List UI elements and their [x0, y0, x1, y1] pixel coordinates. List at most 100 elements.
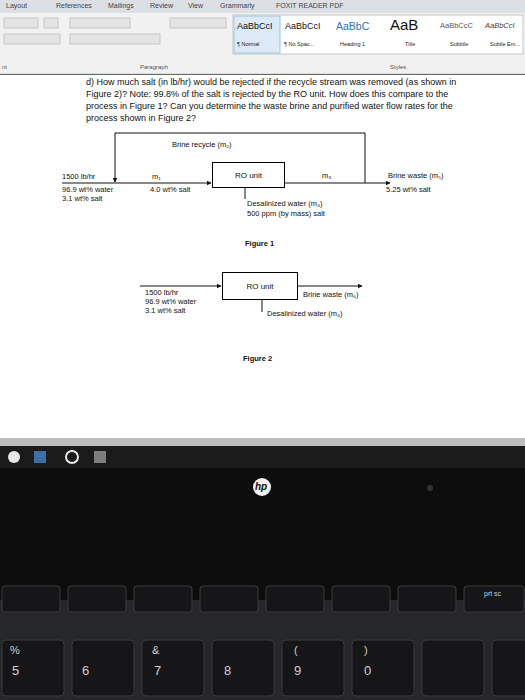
style-sample: AaBbCcI: [237, 21, 273, 31]
taskbar-icon: [34, 451, 46, 463]
style-sample: AaB: [390, 16, 418, 33]
unit-name: RO unit: [235, 171, 262, 180]
style-sample: AaBbCcI: [485, 22, 515, 31]
style-name: Subtle Em...: [490, 41, 520, 47]
stream-label: 96.9 wt% water: [145, 298, 196, 307]
feed-stream: [140, 286, 221, 287]
group-label: Paragraph: [140, 64, 168, 71]
keyboard-key: [266, 586, 324, 612]
tab-bar: [0, 0, 525, 13]
group-label: nt: [2, 64, 7, 71]
keyboard-key: [72, 640, 134, 696]
ribbon-tab: FOXIT READER PDF: [276, 2, 344, 10]
taskbar-icon: [8, 451, 20, 463]
key-legend: 8: [224, 664, 231, 679]
taskbar: [0, 446, 525, 468]
ribbon: [0, 13, 525, 74]
taskbar-icon: [66, 451, 78, 463]
stream-label: 5.25 wt% salt: [386, 186, 431, 195]
keyboard-key: [2, 640, 64, 696]
product-stream: [262, 300, 263, 312]
stream-label: m₃: [322, 172, 331, 181]
keyboard-key: [142, 640, 204, 696]
process-box: RO unit: [212, 162, 285, 188]
keyboard-key: [134, 586, 192, 612]
style-gallery: [233, 15, 523, 54]
font-control: [4, 34, 60, 44]
stream-label: Brine waste (m₅): [388, 172, 444, 181]
font-control: [4, 18, 38, 28]
taskbar-icon: [94, 451, 106, 463]
key-legend: 0: [364, 664, 371, 679]
style-name: ¶ No Spac...: [284, 41, 314, 47]
stream-label: 1500 lb/hr: [145, 289, 178, 298]
feed-stream: [62, 183, 211, 184]
stream-label: 4.0 wt% salt: [150, 186, 190, 195]
document-page: [0, 75, 525, 440]
ribbon-tab: Grammarly: [220, 2, 255, 10]
stream-label: 96.9 wt% water: [62, 186, 113, 195]
style-name: ¶ Normal: [237, 41, 259, 47]
style-name: Title: [405, 41, 415, 47]
paragraph-control: [170, 18, 226, 28]
keyboard-key: [492, 640, 525, 696]
key-legend: ): [364, 644, 368, 657]
key-legend: 5: [12, 664, 19, 679]
key-legend: &: [152, 644, 159, 657]
hp-logo: [253, 478, 271, 496]
keyboard-key: [464, 586, 524, 612]
figure-caption: Figure 2: [243, 355, 272, 364]
stream-label: Desalinized water (m₄): [267, 310, 343, 319]
question-text: d) How much salt (in lb/hr) would be rej…: [86, 76, 478, 124]
ribbon-tab: View: [188, 2, 203, 10]
key-legend: (: [294, 644, 298, 657]
ribbon-divider: [0, 74, 525, 75]
stream-label: Desalinized water (m₄): [247, 200, 323, 209]
unit-name: RO unit: [246, 282, 273, 291]
keyboard-key: [200, 586, 258, 612]
style-sample: AaBbCcI: [285, 21, 321, 31]
style-name: Heading 1: [340, 41, 365, 47]
figure-caption: Figure 1: [245, 240, 274, 249]
keyboard-key: [212, 640, 274, 696]
key-row: [2, 586, 525, 696]
brine-stream: [285, 183, 390, 184]
stream-label: Brine recycle (m₂): [172, 141, 232, 150]
style-sample: AaBbCcC: [440, 22, 473, 31]
stream-label: 3.1 wt% salt: [145, 307, 185, 316]
key-legend: prt sc: [484, 590, 501, 598]
paragraph-control: [70, 18, 130, 28]
brand-logo: hp: [255, 481, 267, 493]
brine-stream: [298, 286, 362, 287]
stream-label: 500 ppm (by mass) salt: [247, 210, 325, 219]
keyboard-key: [68, 586, 126, 612]
ribbon-tab: Layout: [6, 2, 27, 10]
stream-label: m₁: [152, 173, 161, 182]
style-name: Subtitle: [450, 41, 468, 47]
keyboard-key: [398, 586, 456, 612]
keyboard-key: [332, 586, 390, 612]
power-light: [427, 485, 433, 491]
figure-1-streams: [62, 133, 390, 199]
key-legend: %: [10, 644, 20, 657]
selected-style: [234, 16, 280, 53]
keyboard-key: [422, 640, 484, 696]
process-box: RO unit: [222, 272, 298, 300]
laptop-bezel: [0, 468, 525, 600]
keyboard: [0, 600, 525, 700]
key-legend: 7: [154, 664, 161, 679]
stream-label: 1500 lb/hr: [62, 173, 95, 182]
style-sample: AaBbC: [336, 20, 369, 32]
product-stream: [245, 188, 246, 199]
keyboard-key: [282, 640, 344, 696]
recycle-stream: [115, 133, 365, 183]
font-control: [44, 18, 58, 28]
stream-label: 3.1 wt% salt: [62, 195, 102, 204]
key-legend: 6: [82, 664, 89, 679]
key-legend: 9: [294, 664, 301, 679]
keyboard-key: [352, 640, 414, 696]
keyboard-key: [2, 586, 60, 612]
status-bar: [0, 438, 525, 446]
ribbon-tab: References: [56, 2, 92, 10]
